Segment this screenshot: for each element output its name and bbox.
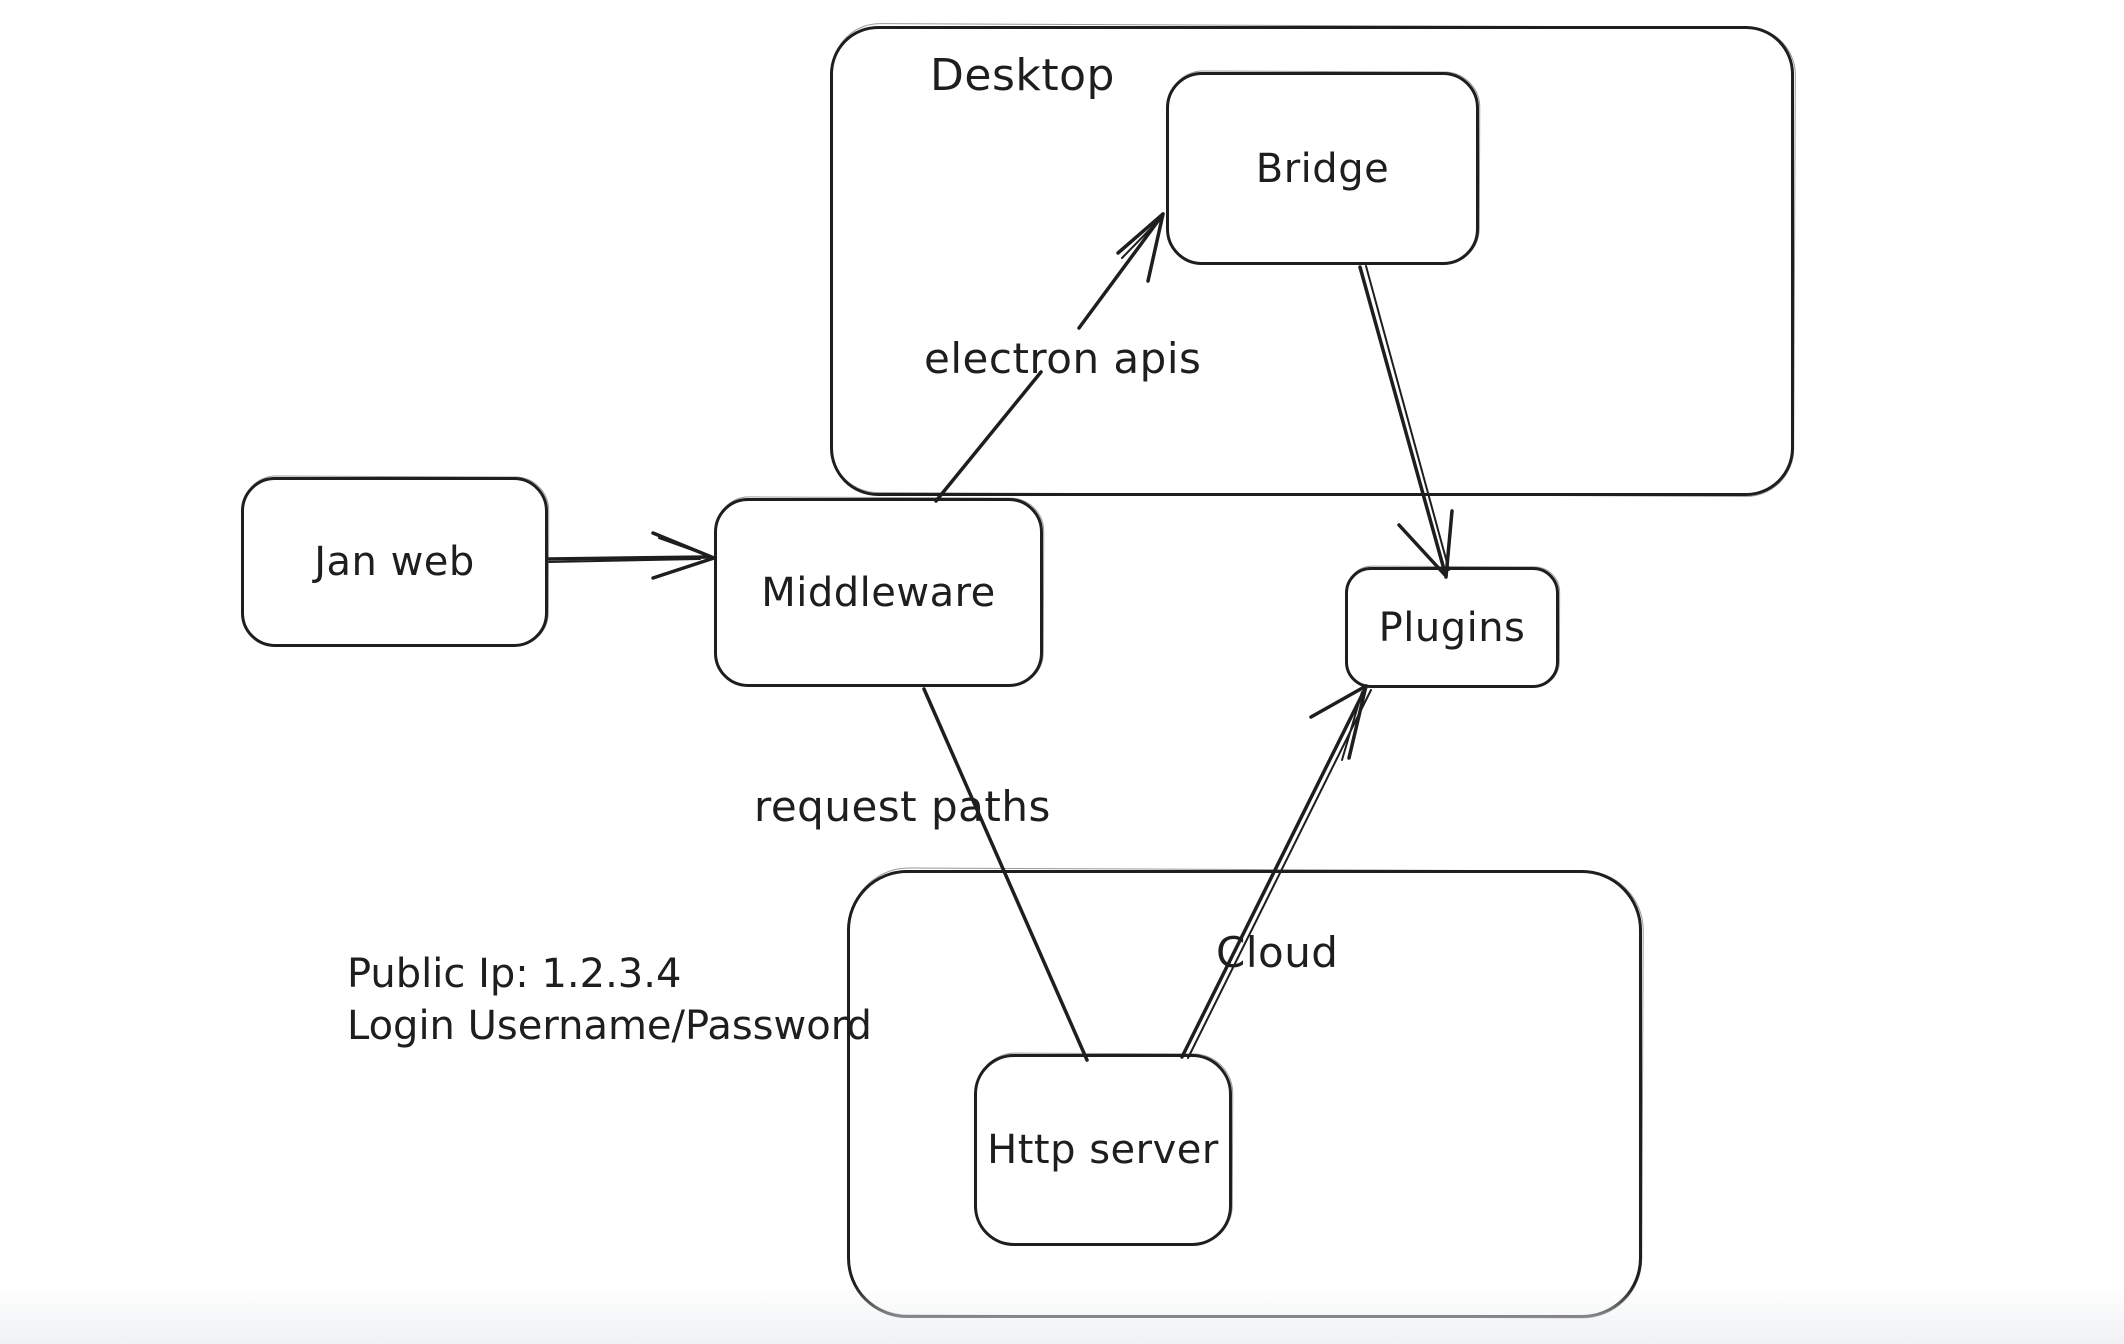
arrow-http-server-to-plugins[interactable] <box>1180 684 1372 1059</box>
server-credentials-note: Public Ip: 1.2.3.4 Login Username/Passwo… <box>347 948 872 1052</box>
jan-web-label: Jan web <box>314 539 475 585</box>
plugins-label: Plugins <box>1378 604 1526 651</box>
electron-apis-annotation: electron apis <box>924 334 1202 383</box>
middleware-node[interactable]: Middleware <box>714 498 1043 687</box>
jan-web-node[interactable]: Jan web <box>241 477 548 647</box>
arrow-jan-web-to-middleware[interactable] <box>547 531 716 580</box>
http-server-label: Http server <box>987 1127 1219 1173</box>
bridge-node[interactable]: Bridge <box>1166 72 1479 265</box>
public-ip-line: Public Ip: 1.2.3.4 <box>347 951 682 997</box>
desktop-group-label: Desktop <box>930 50 1115 101</box>
bridge-label: Bridge <box>1255 145 1390 192</box>
arrow-bridge-to-plugins[interactable] <box>1358 265 1454 579</box>
request-paths-annotation: request paths <box>754 782 1051 831</box>
login-line: Login Username/Password <box>347 1003 872 1049</box>
http-server-node[interactable]: Http server <box>974 1054 1232 1246</box>
arrow-middleware-to-http-server[interactable] <box>922 687 1089 1062</box>
middleware-label: Middleware <box>761 569 996 616</box>
arrow-middleware-to-bridge[interactable] <box>934 212 1165 503</box>
plugins-node[interactable]: Plugins <box>1345 567 1559 688</box>
cloud-group-label: Cloud <box>1216 928 1339 977</box>
desktop-container[interactable] <box>830 26 1794 496</box>
bottom-edge-fade <box>0 1286 2124 1344</box>
